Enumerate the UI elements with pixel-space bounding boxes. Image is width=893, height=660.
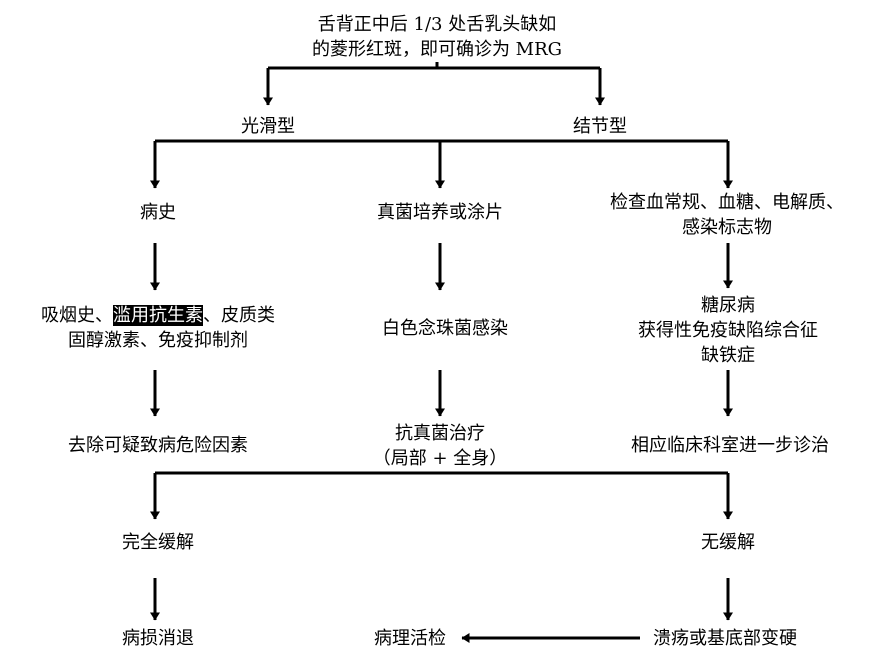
risk-text-b: 、皮质类 bbox=[203, 305, 275, 326]
node-diseases-line1: 糖尿病 bbox=[701, 295, 755, 316]
node-no-relief: 无缓解 bbox=[701, 532, 755, 553]
node-ulcer: 溃疡或基底部变硬 bbox=[653, 628, 797, 649]
node-exam-line1: 检查血常规、血糖、电解质、 bbox=[610, 192, 844, 213]
node-refer: 相应临床科室进一步诊治 bbox=[631, 435, 829, 456]
node-top-diagnosis: 舌背正中后 1/3 处舌乳头缺如 的菱形红斑，即可确诊为 MRG bbox=[312, 12, 562, 62]
node-biopsy: 病理活检 bbox=[374, 628, 446, 649]
risk-highlight-antibiotics: 滥用抗生素 bbox=[113, 305, 203, 326]
node-diseases-line3: 缺铁症 bbox=[701, 345, 755, 366]
node-complete-relief: 完全缓解 bbox=[122, 532, 194, 553]
node-history: 病史 bbox=[140, 202, 176, 223]
node-diseases-line2: 获得性免疫缺陷综合征 bbox=[638, 320, 818, 341]
node-top-line1: 舌背正中后 1/3 处舌乳头缺如 bbox=[317, 14, 557, 35]
node-antifungal-line2: （局部 + 全身） bbox=[372, 448, 508, 469]
node-antifungal-line1: 抗真菌治疗 bbox=[395, 423, 485, 444]
node-resolved: 病损消退 bbox=[122, 628, 194, 649]
node-risk-factors: 吸烟史、滥用抗生素、皮质类 固醇激素、免疫抑制剂 bbox=[41, 303, 275, 353]
node-antifungal: 抗真菌治疗 （局部 + 全身） bbox=[373, 421, 508, 471]
node-nodular-type: 结节型 bbox=[573, 116, 627, 137]
risk-text-a: 吸烟史、 bbox=[41, 305, 113, 326]
node-culture: 真菌培养或涂片 bbox=[377, 202, 503, 223]
node-risk-line2: 固醇激素、免疫抑制剂 bbox=[68, 330, 248, 351]
node-smooth-type: 光滑型 bbox=[241, 116, 295, 137]
node-candida: 白色念珠菌感染 bbox=[382, 318, 508, 339]
node-exam: 检查血常规、血糖、电解质、 感染标志物 bbox=[610, 190, 844, 240]
node-top-line2: 的菱形红斑，即可确诊为 MRG bbox=[311, 39, 563, 60]
node-remove-risk: 去除可疑致病危险因素 bbox=[68, 435, 248, 456]
node-exam-line2: 感染标志物 bbox=[682, 217, 772, 238]
node-diseases: 糖尿病 获得性免疫缺陷综合征 缺铁症 bbox=[638, 293, 818, 368]
node-risk-line1: 吸烟史、滥用抗生素、皮质类 bbox=[41, 303, 275, 328]
